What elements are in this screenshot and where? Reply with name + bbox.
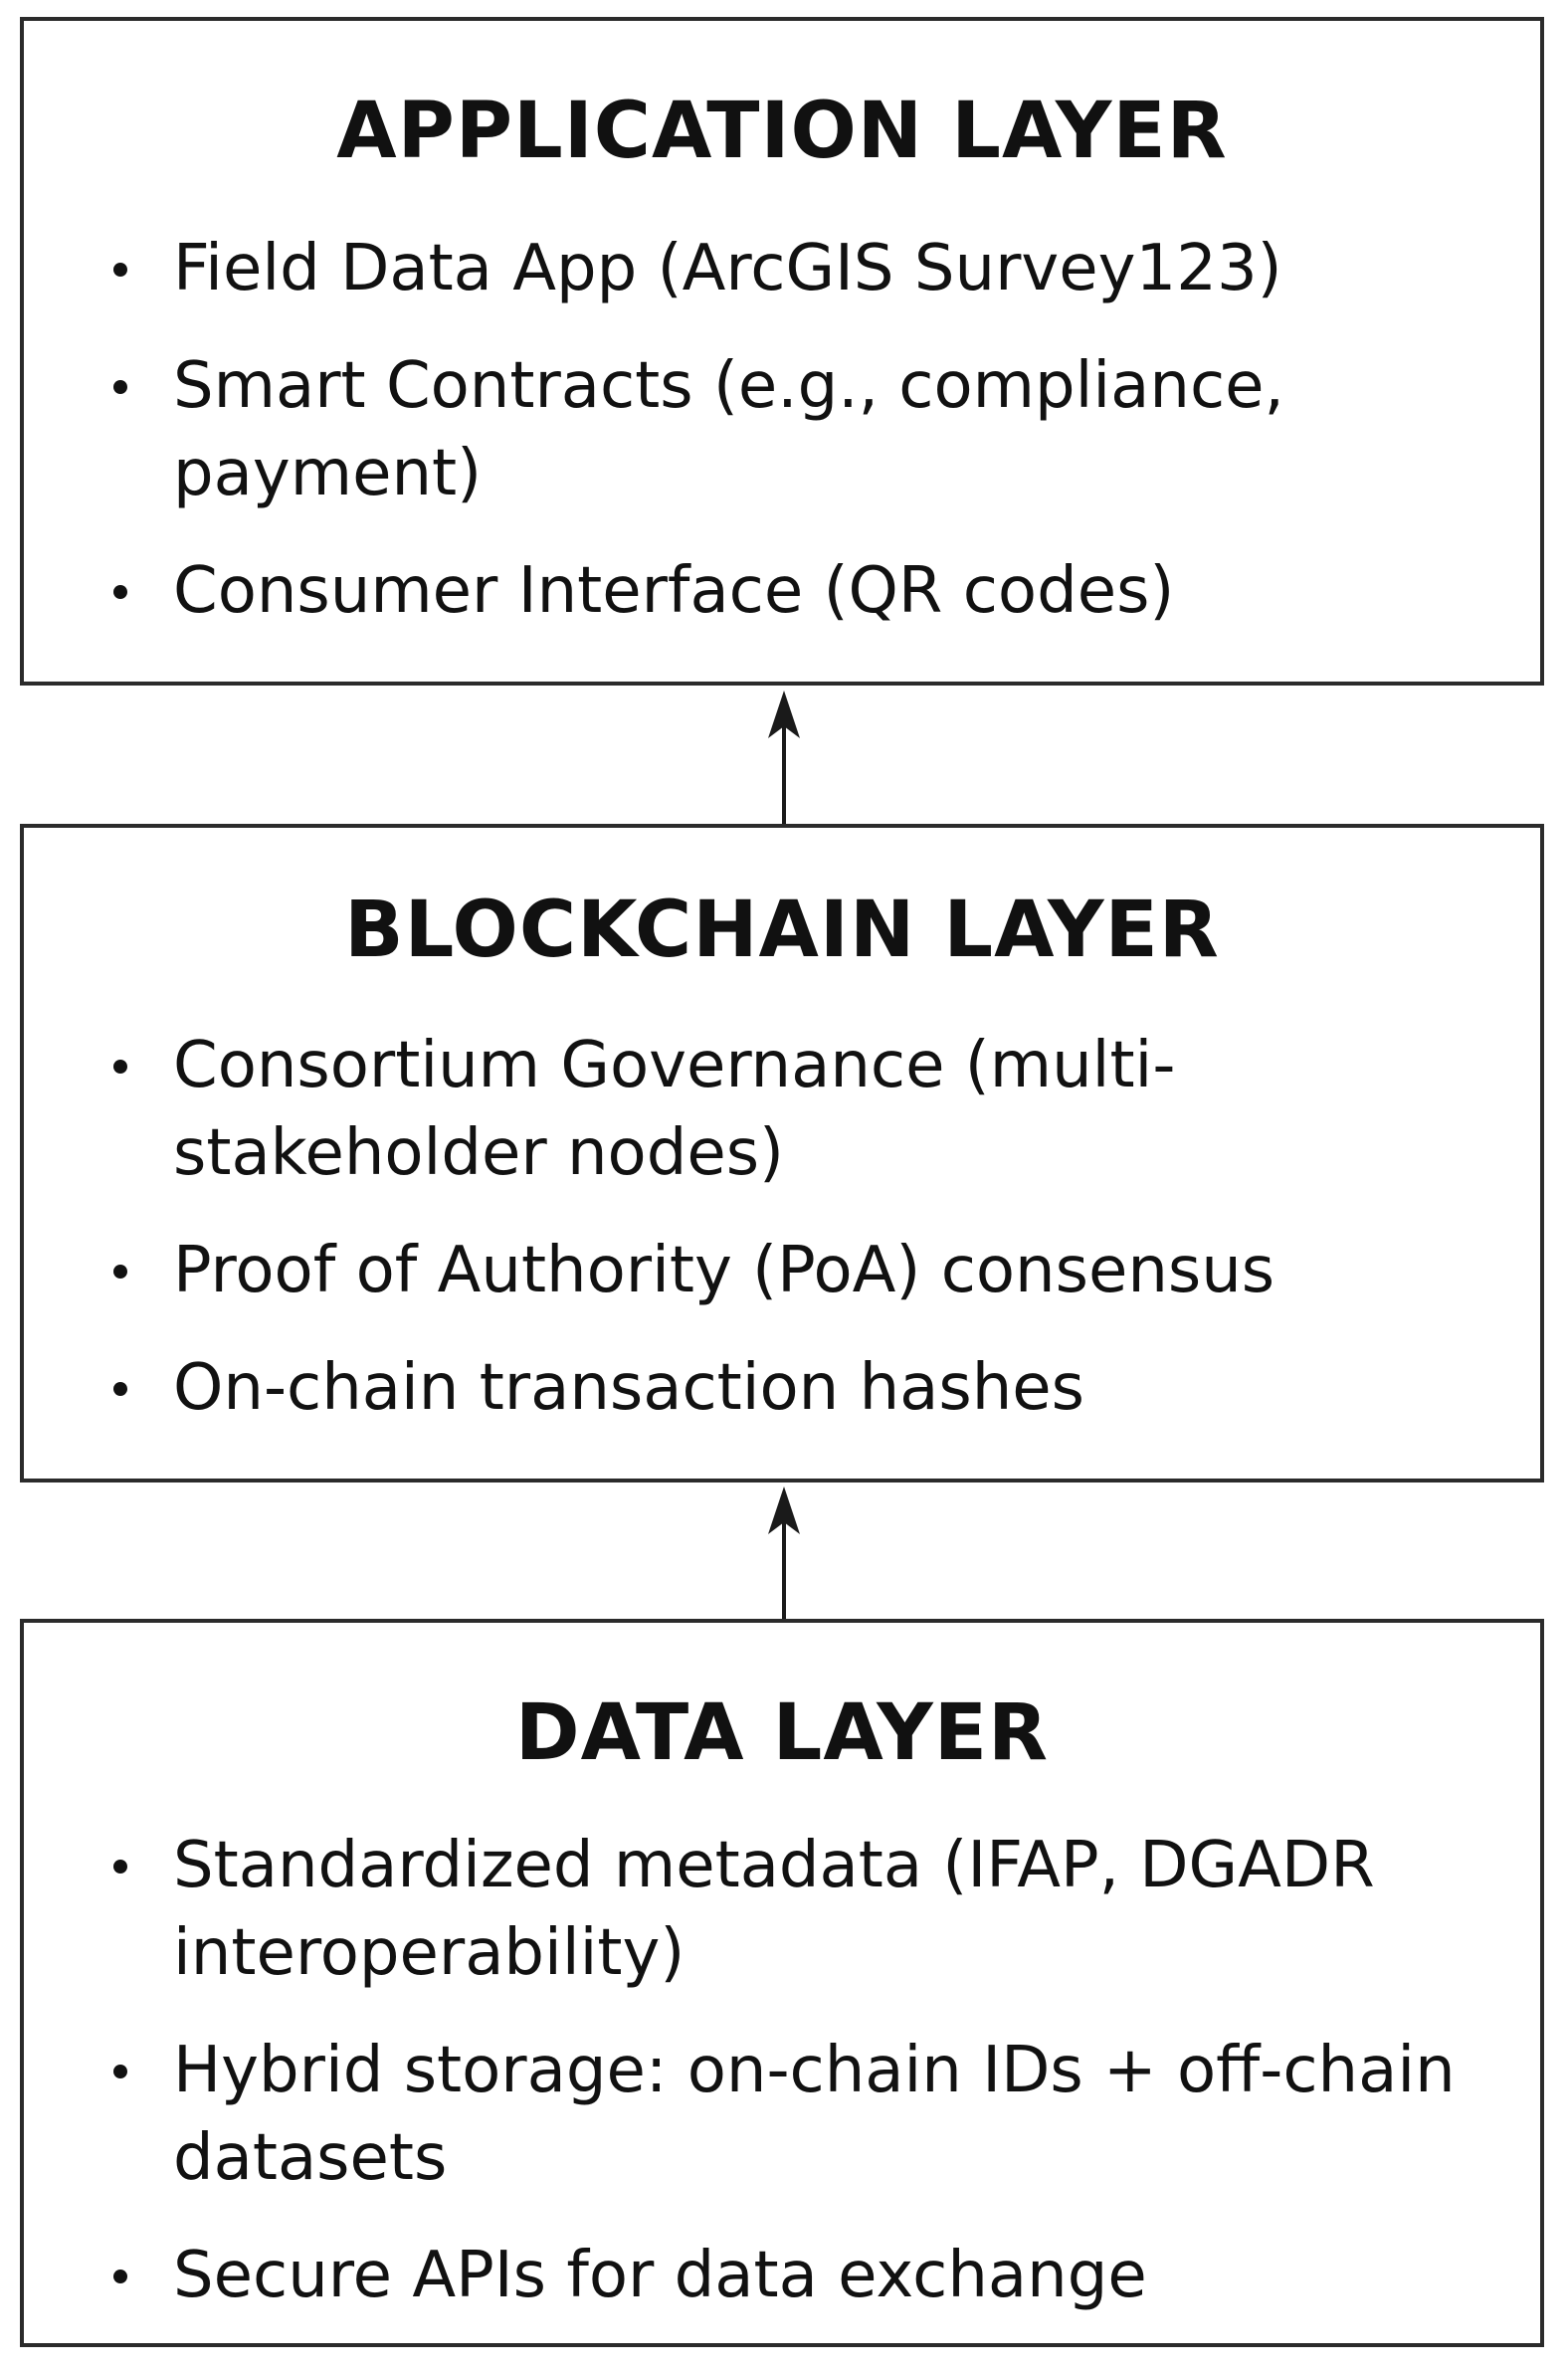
arrow-blockchain-to-application bbox=[768, 691, 800, 824]
bullet-icon bbox=[113, 1265, 127, 1279]
blockchain-layer-title: BLOCKCHAIN LAYER bbox=[344, 886, 1220, 975]
data-layer-list: Standardized metadata (IFAP, DGADR inter… bbox=[24, 1822, 1510, 2349]
list-item-text: Secure APIs for data exchange bbox=[173, 2239, 1147, 2312]
application-layer-box: APPLICATION LAYER Field Data App (ArcGIS… bbox=[20, 17, 1544, 686]
blockchain-layer-box: BLOCKCHAIN LAYER Consortium Governance (… bbox=[20, 824, 1544, 1482]
bullet-icon bbox=[113, 1060, 127, 1074]
data-layer-box: DATA LAYER Standardized metadata (IFAP, … bbox=[20, 1619, 1544, 2347]
list-item-text: Hybrid storage: on-chain IDs + off-chain… bbox=[173, 2034, 1456, 2195]
bullet-icon bbox=[113, 585, 127, 599]
list-item: Hybrid storage: on-chain IDs + off-chain… bbox=[24, 2027, 1510, 2202]
list-item-text: Standardized metadata (IFAP, DGADR inter… bbox=[173, 1829, 1375, 1990]
bullet-icon bbox=[113, 2065, 127, 2078]
list-item-text: Smart Contracts (e.g., compliance, payme… bbox=[173, 349, 1284, 510]
bullet-icon bbox=[113, 2270, 127, 2283]
arrow-data-to-blockchain bbox=[768, 1486, 800, 1619]
list-item: Consortium Governance (multi-stakeholder… bbox=[24, 1022, 1510, 1197]
list-item: Smart Contracts (e.g., compliance, payme… bbox=[24, 342, 1510, 517]
list-item: Field Data App (ArcGIS Survey123) bbox=[24, 225, 1510, 312]
bullet-icon bbox=[113, 380, 127, 394]
data-layer-title: DATA LAYER bbox=[514, 1688, 1050, 1778]
bullet-icon bbox=[113, 263, 127, 277]
list-item-text: Consumer Interface (QR codes) bbox=[173, 554, 1175, 628]
list-item: Consumer Interface (QR codes) bbox=[24, 547, 1510, 635]
application-layer-list: Field Data App (ArcGIS Survey123) Smart … bbox=[24, 225, 1510, 665]
list-item-text: Consortium Governance (multi-stakeholder… bbox=[173, 1029, 1176, 1190]
list-item: On-chain transaction hashes bbox=[24, 1344, 1510, 1432]
bullet-icon bbox=[113, 1382, 127, 1396]
blockchain-layer-list: Consortium Governance (multi-stakeholder… bbox=[24, 1022, 1510, 1462]
list-item-text: Field Data App (ArcGIS Survey123) bbox=[173, 232, 1282, 305]
bullet-icon bbox=[113, 1860, 127, 1874]
list-item: Proof of Authority (PoA) consensus bbox=[24, 1227, 1510, 1314]
application-layer-title: APPLICATION LAYER bbox=[336, 87, 1228, 176]
list-item-text: Proof of Authority (PoA) consensus bbox=[173, 1234, 1275, 1307]
list-item: Standardized metadata (IFAP, DGADR inter… bbox=[24, 1822, 1510, 1997]
list-item-text: On-chain transaction hashes bbox=[173, 1351, 1084, 1425]
list-item: Secure APIs for data exchange bbox=[24, 2232, 1510, 2319]
